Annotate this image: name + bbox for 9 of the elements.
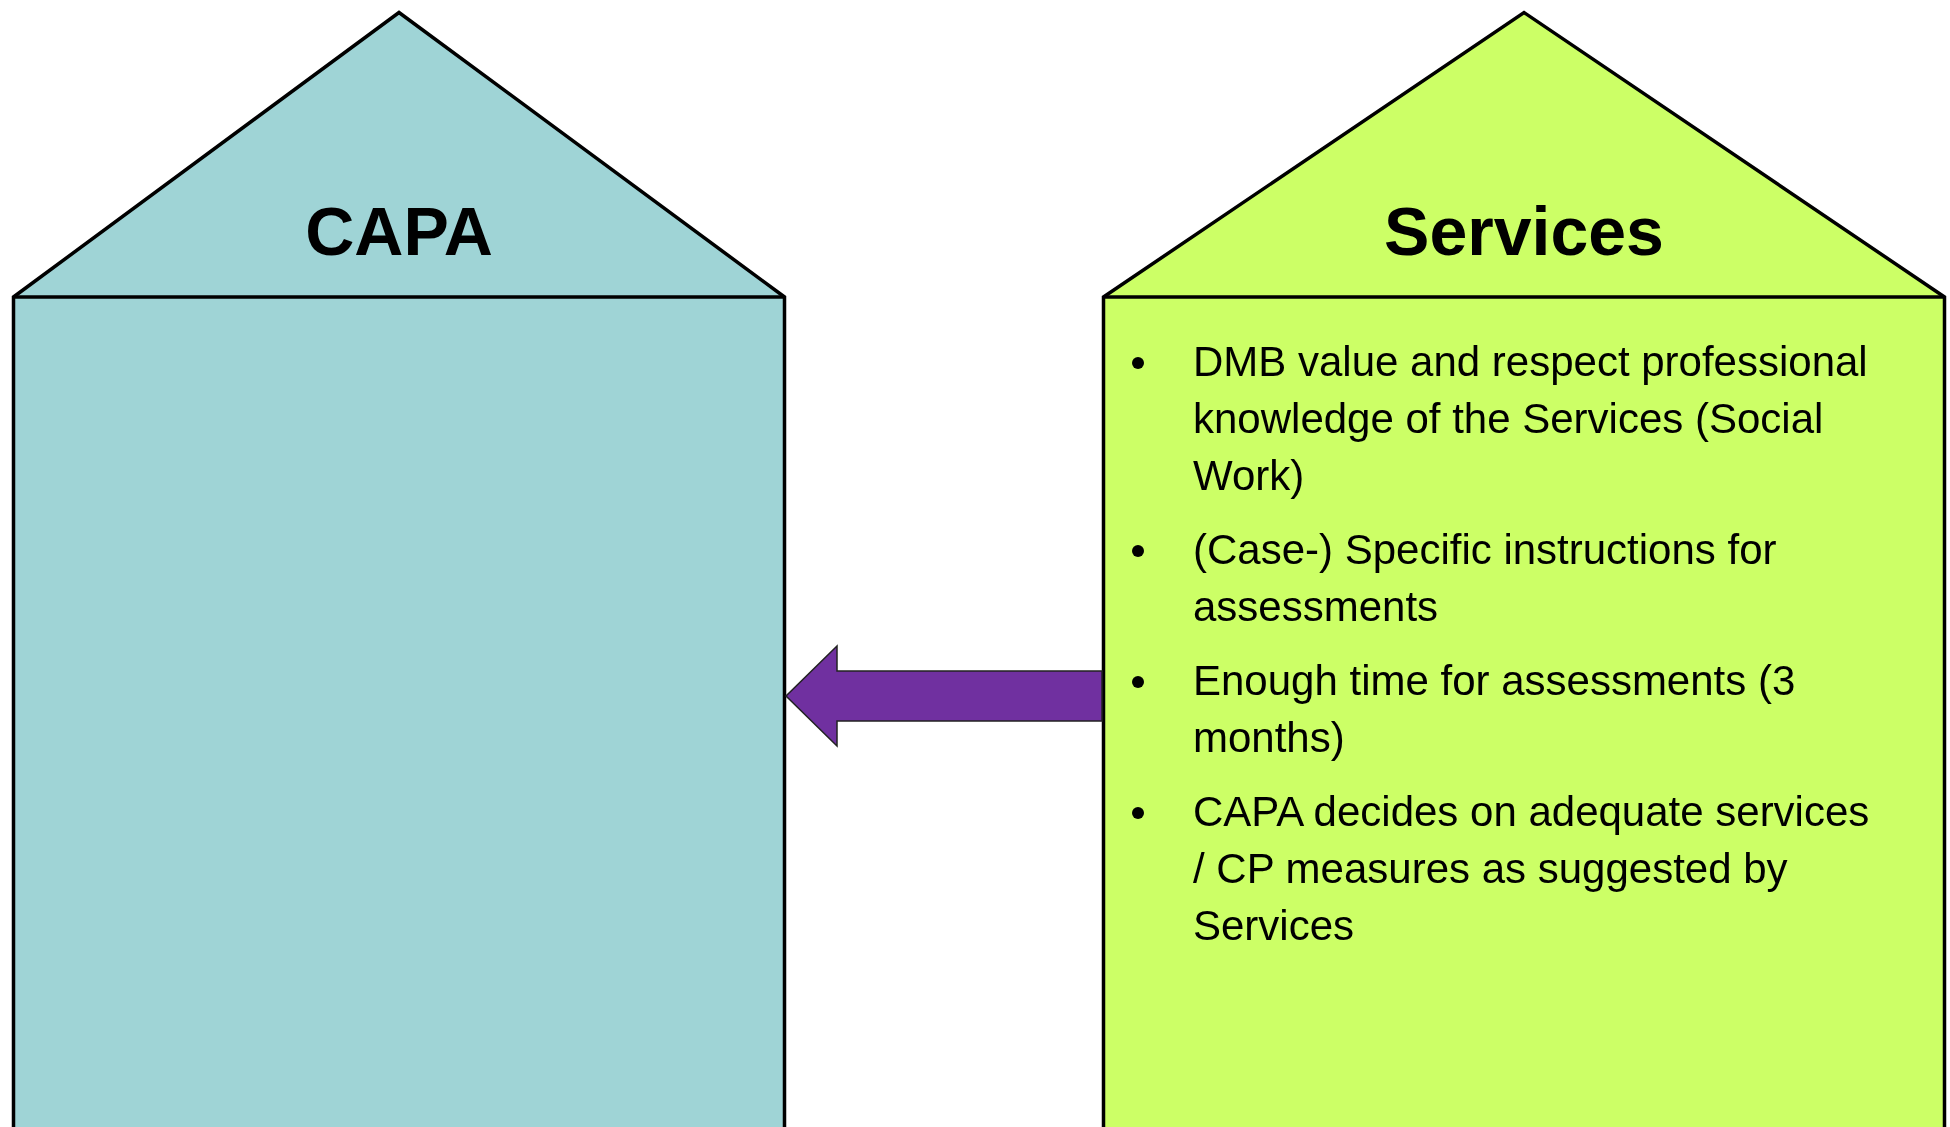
bullet-text: (Case-) Specific instructions for assessments — [1193, 525, 1778, 632]
bullet-text: DMB value and respect professional knowledge of the Services (Social Work) — [1193, 337, 1869, 501]
bullet-text: CAPA decides on adequate services / CP measures as suggested by Services — [1193, 787, 1871, 951]
bullet-text: Enough time for assessments (3 months) — [1193, 656, 1797, 763]
block-arrow — [784, 644, 1103, 748]
house-shape — [1102, 11, 1946, 1127]
heading: Services — [1383, 192, 1665, 272]
house-shape — [12, 11, 786, 1127]
heading: CAPA — [304, 192, 494, 272]
